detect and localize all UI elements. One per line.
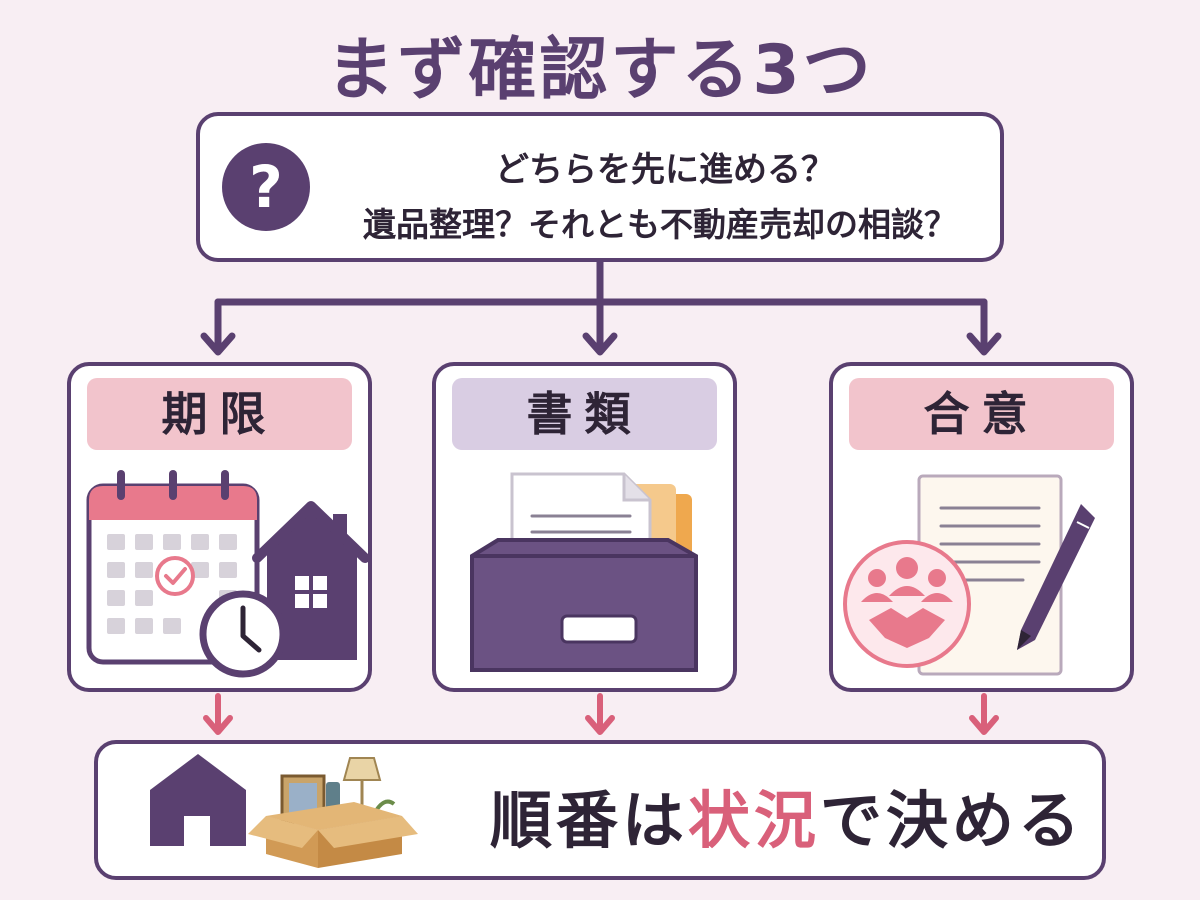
page-title: まず確認する3つ — [326, 31, 874, 110]
result-box: 順番は状況で決める — [94, 740, 1106, 880]
arrowhead-left — [200, 332, 236, 356]
checkmark-circle-icon — [155, 556, 195, 596]
result-arrow-center — [585, 693, 615, 735]
result-text-highlight: 状況 — [688, 784, 821, 857]
card-label-deadline: 期限 — [87, 378, 352, 450]
pen-icon — [1017, 504, 1095, 650]
arrowhead-center — [582, 332, 618, 356]
agreement-document-pen-icon — [843, 474, 1095, 676]
house-icon — [150, 754, 246, 846]
card-label-documents: 書類 — [452, 378, 717, 450]
result-arrow-left — [203, 693, 233, 735]
card-deadline: 期限 — [67, 362, 372, 692]
document-tray-icon — [470, 472, 698, 672]
house-icon — [252, 501, 368, 660]
result-text-before: 順番は — [490, 784, 689, 857]
result-icons — [150, 754, 418, 868]
result-text-after: で決める — [820, 784, 1085, 857]
clock-icon — [199, 590, 287, 678]
card-label-agreement: 合意 — [849, 378, 1114, 450]
tray-icon — [470, 538, 698, 672]
question-box: ? どちらを先に進める？ 遺品整理？それとも不動産売却の相談？ — [196, 112, 1004, 262]
calendar-clock-house-icon — [86, 470, 368, 678]
question-mark-icon: ? — [222, 143, 310, 231]
keepsake-box-icon — [248, 757, 418, 868]
card-documents: 書類 — [432, 362, 737, 692]
result-text: 順番は状況で決める — [490, 770, 1084, 860]
arrowhead-right — [966, 332, 1002, 356]
card-agreement: 合意 — [829, 362, 1134, 692]
result-arrow-right — [969, 693, 999, 735]
question-line-1: どちらを先に進める？ — [495, 150, 835, 190]
question-line-2: 遺品整理？それとも不動産売却の相談？ — [363, 205, 957, 244]
